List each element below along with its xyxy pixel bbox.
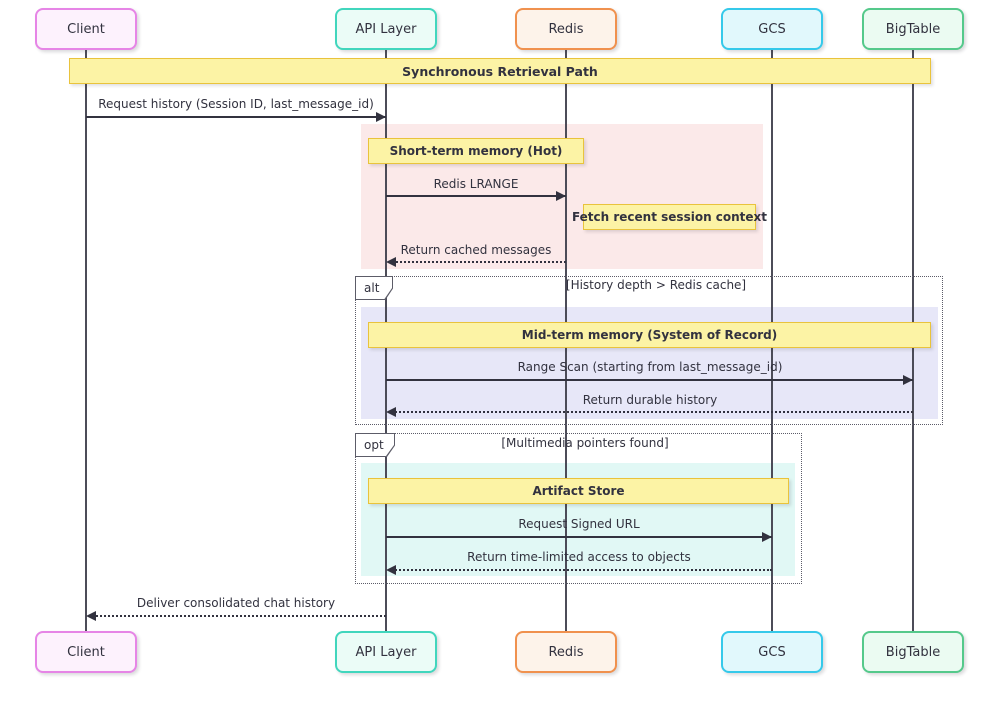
- note-short-term-memory: Short-term memory (Hot): [368, 138, 584, 164]
- lifeline-client: [85, 50, 87, 631]
- participant-api-layer-bottom: API Layer: [335, 631, 437, 673]
- participant-bigtable-bottom: BigTable: [862, 631, 964, 673]
- message-label: Return cached messages: [400, 243, 552, 257]
- participant-gcs-top: GCS: [721, 8, 823, 50]
- banner-note: Synchronous Retrieval Path: [69, 58, 931, 84]
- opt-guard-condition: [Multimedia pointers found]: [501, 436, 669, 450]
- message-label: Redis LRANGE: [433, 177, 519, 191]
- opt-frame-tab: opt: [355, 433, 395, 457]
- participant-redis-bottom: Redis: [515, 631, 617, 673]
- note-artifact-store: Artifact Store: [368, 478, 789, 504]
- message-line: [386, 379, 913, 381]
- message-line-dotted: [392, 411, 913, 413]
- message-label: Return durable history: [582, 393, 718, 407]
- participant-client-bottom: Client: [35, 631, 137, 673]
- message-label: Deliver consolidated chat history: [136, 596, 336, 610]
- alt-guard-condition: [History depth > Redis cache]: [565, 278, 747, 292]
- arrowhead-right-icon: [556, 191, 566, 201]
- alt-frame: [355, 276, 943, 425]
- opt-frame: [355, 433, 802, 584]
- note-fetch-session-context: Fetch recent session context: [572, 204, 767, 230]
- message-label: Request history (Session ID, last_messag…: [98, 97, 374, 111]
- arrowhead-left-icon: [386, 565, 396, 575]
- participant-client-top: Client: [35, 8, 137, 50]
- arrowhead-left-icon: [386, 407, 396, 417]
- message-line: [386, 195, 566, 197]
- note-mid-term-memory: Mid-term memory (System of Record): [368, 322, 931, 348]
- message-line-dotted: [92, 615, 386, 617]
- arrowhead-right-icon: [903, 375, 913, 385]
- participant-redis-top: Redis: [515, 8, 617, 50]
- arrowhead-left-icon: [86, 611, 96, 621]
- message-label: Range Scan (starting from last_message_i…: [517, 360, 783, 374]
- message-line-dotted: [392, 569, 772, 571]
- message-line-dotted: [392, 261, 566, 263]
- participant-api-layer-top: API Layer: [335, 8, 437, 50]
- arrowhead-left-icon: [386, 257, 396, 267]
- alt-frame-tab: alt: [355, 276, 393, 300]
- participant-gcs-bottom: GCS: [721, 631, 823, 673]
- participant-bigtable-top: BigTable: [862, 8, 964, 50]
- opt-frame-label: opt: [356, 434, 394, 456]
- message-label: Return time-limited access to objects: [467, 550, 691, 564]
- message-line: [386, 536, 772, 538]
- alt-frame-label: alt: [356, 277, 392, 299]
- message-line: [86, 116, 386, 118]
- message-label: Request Signed URL: [518, 517, 640, 531]
- arrowhead-right-icon: [762, 532, 772, 542]
- arrowhead-right-icon: [376, 112, 386, 122]
